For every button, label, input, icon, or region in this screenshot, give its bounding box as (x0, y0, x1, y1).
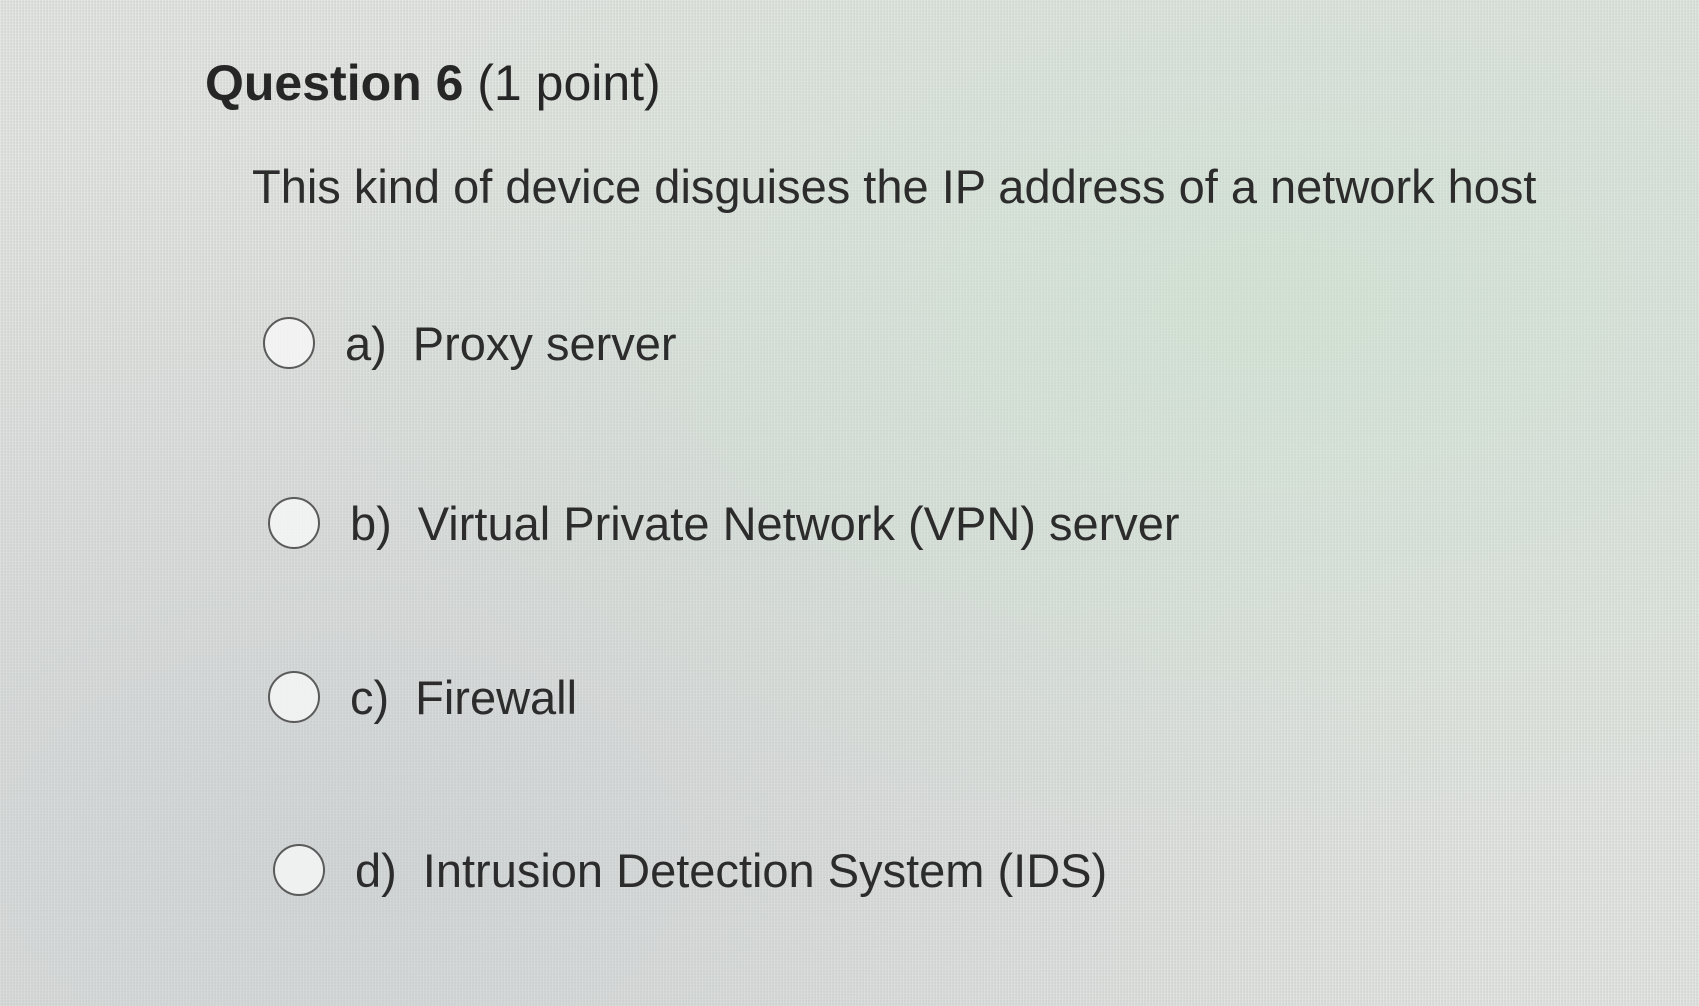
option-letter-a: a) (345, 316, 387, 370)
option-letter-b: b) (350, 496, 392, 550)
option-label-c[interactable]: Firewall (415, 670, 578, 724)
option-letter-d: d) (355, 843, 397, 897)
question-points: (1 point) (477, 55, 661, 111)
radio-button-d[interactable] (273, 844, 325, 896)
radio-button-b[interactable] (268, 497, 320, 549)
answer-option-d[interactable]: d) Intrusion Detection System (IDS) (273, 835, 1107, 905)
option-label-b[interactable]: Virtual Private Network (VPN) server (417, 496, 1180, 550)
question-title: Question 6 (205, 55, 464, 111)
answer-option-c[interactable]: c) Firewall (268, 662, 577, 732)
radio-button-c[interactable] (268, 671, 320, 723)
question-prompt: This kind of device disguises the IP add… (252, 160, 1537, 213)
answer-option-b[interactable]: b) Virtual Private Network (VPN) server (268, 488, 1180, 558)
option-label-d[interactable]: Intrusion Detection System (IDS) (422, 843, 1108, 897)
option-label-a[interactable]: Proxy server (412, 316, 677, 370)
option-letter-c: c) (350, 670, 390, 724)
question-header: Question 6 (1 point) (205, 50, 661, 116)
answer-option-a[interactable]: a) Proxy server (263, 308, 677, 378)
radio-button-a[interactable] (263, 317, 315, 369)
